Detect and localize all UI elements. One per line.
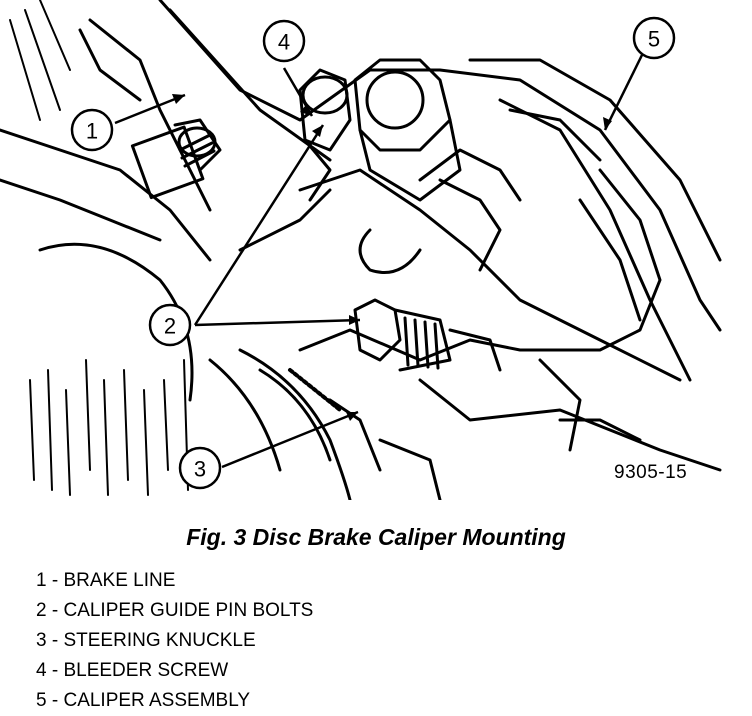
- callout-1-number: 1: [86, 119, 98, 144]
- legend-item: 4BLEEDER SCREW: [36, 656, 313, 686]
- leader-line-2a: [193, 124, 325, 326]
- callout-5-number: 5: [648, 27, 660, 52]
- legend-item: 1BRAKE LINE: [36, 566, 313, 596]
- callout-5-circle: [632, 16, 676, 60]
- legend-number: 3: [36, 630, 47, 651]
- leader-arrowheads: [172, 94, 612, 421]
- callout-3-number: 3: [194, 457, 206, 482]
- legend-number: 4: [36, 660, 47, 681]
- callout-1-circle: [70, 108, 114, 152]
- caliper-arm: [468, 58, 722, 322]
- upper-guide-pin-bolt: [353, 58, 462, 202]
- legend-label: BRAKE LINE: [47, 570, 176, 591]
- legend-label: CALIPER ASSEMBLY: [47, 690, 250, 711]
- background-hatching: [9, 0, 189, 496]
- caliper-body: [158, 0, 722, 472]
- legend-item: 2CALIPER GUIDE PIN BOLTS: [36, 596, 313, 626]
- callout-4-circle: [262, 19, 306, 63]
- leader-line-2b: [194, 318, 361, 327]
- bleeder-screw: [298, 68, 352, 202]
- legend-list: 1BRAKE LINE 2CALIPER GUIDE PIN BOLTS 3ST…: [36, 566, 313, 716]
- callout-4-number: 4: [278, 30, 290, 55]
- lower-guide-pin-bolt: [353, 298, 502, 372]
- leader-line-3: [221, 410, 359, 469]
- callout-2-number: 2: [164, 314, 176, 339]
- figure-caption: Fig. 3 Disc Brake Caliper Mounting: [186, 524, 566, 550]
- legend-item: 5CALIPER ASSEMBLY: [36, 686, 313, 716]
- brake-line: [78, 18, 222, 212]
- legend-label: CALIPER GUIDE PIN BOLTS: [47, 600, 314, 621]
- figure-code: 9305-15: [614, 462, 688, 483]
- legend-number: 1: [36, 570, 47, 591]
- callout-3-circle: [178, 446, 222, 490]
- leader-line-1: [114, 93, 186, 125]
- legend-label: STEERING KNUCKLE: [47, 630, 256, 651]
- leader-lines: [114, 54, 644, 469]
- steering-knuckle: [0, 128, 442, 500]
- callout-2-circle: [148, 303, 192, 347]
- leader-line-5: [603, 54, 644, 131]
- legend-label: BLEEDER SCREW: [47, 660, 229, 681]
- legend-number: 5: [36, 690, 47, 711]
- legend-item: 3STEERING KNUCKLE: [36, 626, 313, 656]
- brake-caliper-illustration: 1 2 3 4 5: [0, 0, 722, 500]
- legend-number: 2: [36, 600, 47, 621]
